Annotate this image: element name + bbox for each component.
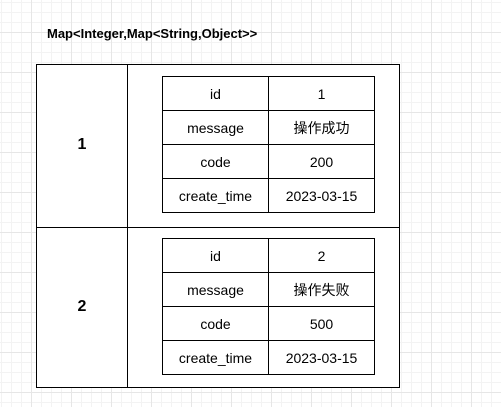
inner-map-table-2: id 2 message 操作失败 code 500 create_time 2… (162, 238, 375, 375)
table-row: create_time 2023-03-15 (162, 340, 375, 375)
field-value: 操作失败 (268, 272, 375, 307)
table-row: code 500 (162, 306, 375, 341)
field-name: create_time (162, 340, 269, 375)
inner-map-table-1: id 1 message 操作成功 code 200 create_time 2… (162, 76, 375, 213)
outer-map-table: 1 2 id 1 message 操作成功 code 200 create_ti… (36, 64, 400, 388)
map-key-2: 2 (77, 298, 87, 315)
field-value: 200 (268, 144, 375, 179)
table-row: create_time 2023-03-15 (162, 178, 375, 213)
field-name: message (162, 272, 269, 307)
map-key-1: 1 (77, 136, 87, 153)
diagram-title: Map<Integer,Map<String,Object>> (47, 26, 258, 41)
field-name: id (162, 238, 269, 273)
row-divider (37, 227, 399, 228)
field-value: 500 (268, 306, 375, 341)
field-name: id (162, 76, 269, 111)
column-divider (127, 65, 128, 387)
field-name: code (162, 306, 269, 341)
table-row: code 200 (162, 144, 375, 179)
field-name: code (162, 144, 269, 179)
field-value: 2023-03-15 (268, 178, 375, 213)
table-row: id 2 (162, 238, 375, 273)
field-value: 2023-03-15 (268, 340, 375, 375)
table-row: id 1 (162, 76, 375, 111)
field-value: 操作成功 (268, 110, 375, 145)
table-row: message 操作成功 (162, 110, 375, 145)
field-name: create_time (162, 178, 269, 213)
field-value: 2 (268, 238, 375, 273)
field-value: 1 (268, 76, 375, 111)
table-row: message 操作失败 (162, 272, 375, 307)
field-name: message (162, 110, 269, 145)
